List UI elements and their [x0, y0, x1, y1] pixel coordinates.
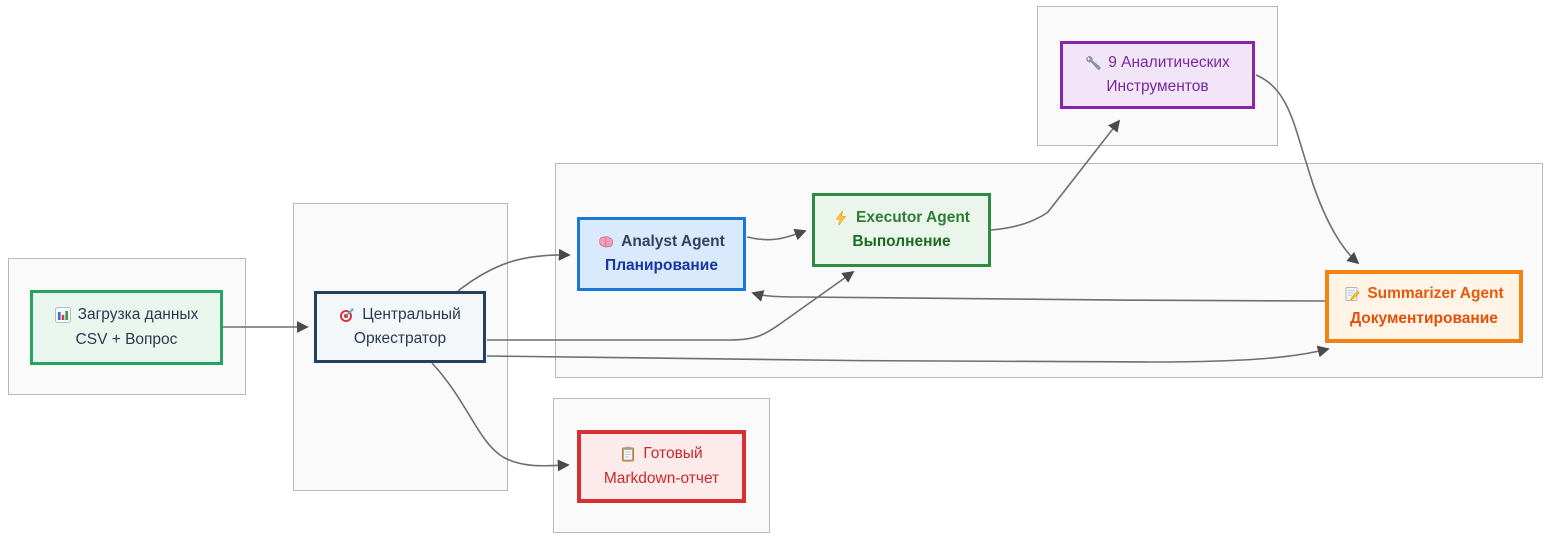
edge-executor-to-tools — [990, 119, 1121, 231]
node-summarizer-line1: Summarizer Agent — [1367, 285, 1504, 303]
node-analytic-tools: 9 Аналитических Инструментов — [1060, 41, 1255, 109]
bar-chart-icon — [54, 307, 71, 324]
node-executor-line2: Выполнение — [852, 233, 951, 250]
node-input-data: Загрузка данных CSV + Вопрос — [30, 290, 223, 365]
node-orchestrator-line1: Центральный — [362, 305, 461, 323]
memo-icon — [1344, 286, 1361, 302]
wrench-icon — [1085, 55, 1101, 71]
node-summarizer-agent: Summarizer Agent Документирование — [1325, 270, 1523, 343]
node-orchestrator: Центральный Оркестратор — [314, 291, 486, 363]
node-input-line2: CSV + Вопрос — [75, 330, 178, 348]
node-tools-line2: Инструментов — [1106, 78, 1209, 95]
edge-tools-to-summarizer — [1255, 74, 1360, 265]
edge-orchestrator-to-executor — [487, 270, 855, 341]
node-analyst-line1: Analyst Agent — [621, 232, 725, 250]
edge-orchestrator-to-analyst — [457, 248, 571, 292]
edge-orchestrator-to-report — [431, 362, 570, 472]
node-tools-line1: 9 Аналитических — [1108, 53, 1230, 71]
edge-summarizer-to-analyst — [751, 290, 1326, 302]
node-analyst-agent: Analyst Agent Планирование — [577, 217, 746, 291]
edge-analyst-to-executor — [746, 228, 807, 241]
node-report-line2: Markdown-отчет — [603, 469, 720, 487]
node-orchestrator-line2: Оркестратор — [353, 330, 447, 347]
node-executor-line1: Executor Agent — [856, 208, 970, 226]
node-summarizer-line2: Документирование — [1350, 309, 1498, 327]
clipboard-icon — [620, 446, 636, 462]
lightning-icon — [833, 210, 849, 226]
node-executor-agent: Executor Agent Выполнение — [812, 193, 991, 267]
node-report-line1: Готовый — [643, 445, 703, 463]
brain-icon — [598, 234, 614, 250]
node-input-line1: Загрузка данных — [77, 306, 199, 324]
target-icon — [339, 307, 355, 323]
edge-orchestrator-to-summarizer — [486, 345, 1330, 363]
node-markdown-report: Готовый Markdown-отчет — [577, 430, 746, 503]
node-analyst-line2: Планирование — [605, 257, 718, 274]
